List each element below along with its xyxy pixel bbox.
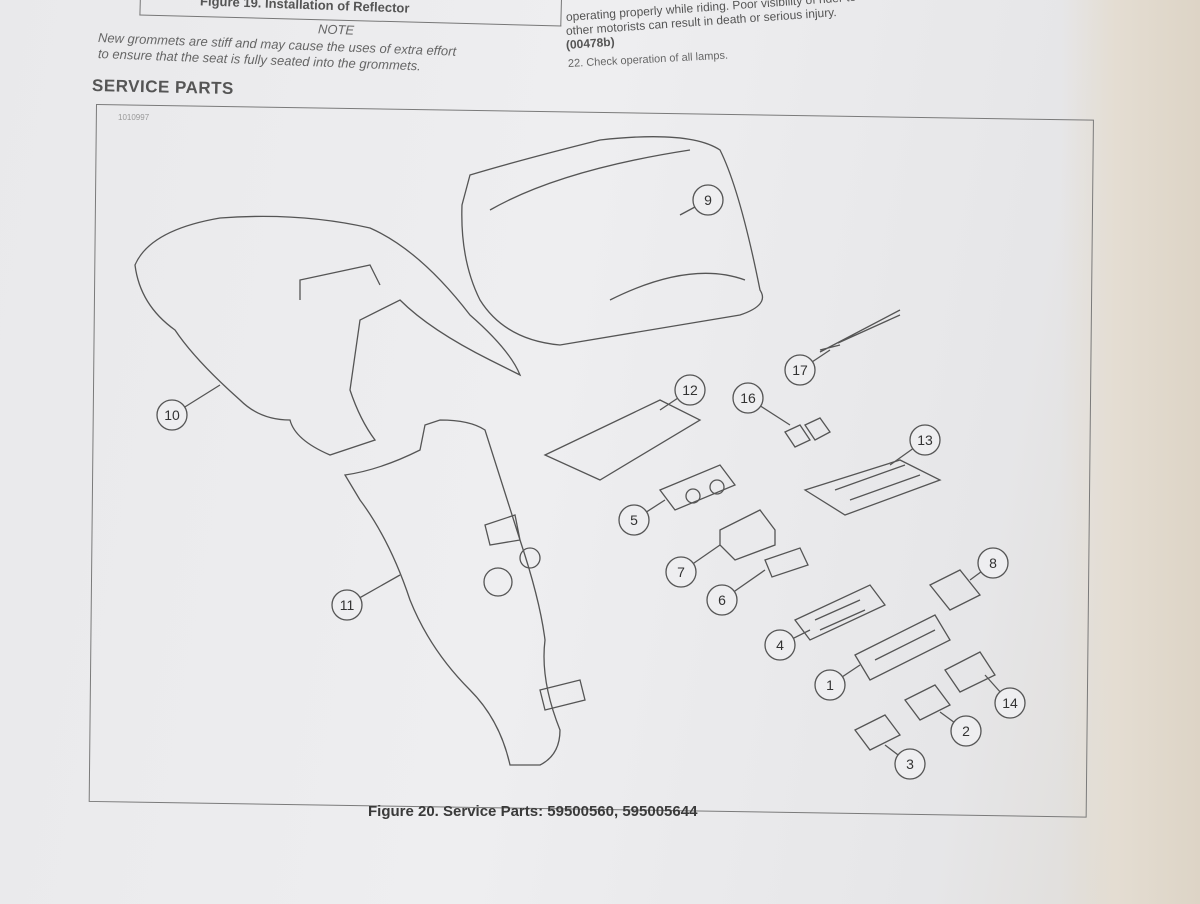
callout-circle — [784, 354, 816, 386]
screws-4 — [793, 584, 887, 641]
callout-circle — [706, 584, 738, 616]
callout-circle — [674, 374, 706, 406]
callout-circle — [909, 424, 941, 456]
callout-circle — [894, 748, 926, 780]
callout-number: 16 — [740, 390, 756, 406]
grommets-5 — [658, 464, 737, 511]
figure-id: 1010997 — [118, 113, 150, 122]
callout-number: 12 — [682, 382, 698, 398]
callout-circle — [764, 629, 796, 661]
bracket-12 — [543, 399, 702, 481]
background-fabric — [1060, 0, 1200, 904]
callout-16: 16 — [732, 382, 791, 426]
callout-circle — [692, 184, 724, 216]
rider-seat-9 — [461, 136, 764, 346]
figure-caption: Figure 20. Service Parts: 59500560, 5950… — [368, 803, 698, 820]
callout-circle — [331, 589, 363, 621]
callout-circle — [618, 504, 650, 536]
bolt-1 — [854, 614, 951, 681]
callout-number: 3 — [906, 756, 914, 772]
callout-circle — [950, 715, 982, 747]
nuts-3 — [854, 714, 901, 751]
fender-11 — [343, 419, 586, 766]
bolt-17 — [819, 309, 901, 353]
callout-17: 17 — [784, 349, 831, 386]
callout-circle — [665, 556, 697, 588]
callout-4: 4 — [764, 629, 811, 661]
passenger-seat-10 — [134, 215, 522, 456]
callout-circle — [732, 382, 764, 414]
callout-number: 4 — [776, 637, 784, 653]
pad-6 — [764, 547, 809, 578]
washers-14 — [944, 651, 996, 693]
callout-9: 9 — [679, 184, 724, 216]
callout-number: 8 — [989, 555, 997, 571]
callout-6: 6 — [706, 569, 766, 616]
callout-number: 7 — [677, 564, 685, 580]
callout-13: 13 — [889, 424, 941, 466]
washers-2 — [904, 684, 951, 721]
callout-2: 2 — [939, 711, 982, 747]
callout-number: 10 — [164, 407, 180, 423]
callout-number: 14 — [1002, 695, 1018, 711]
callout-number: 5 — [630, 512, 638, 528]
callout-number: 6 — [718, 592, 726, 608]
callout-number: 9 — [704, 192, 712, 208]
callout-7: 7 — [665, 544, 721, 588]
callout-8: 8 — [969, 547, 1009, 581]
callout-12: 12 — [659, 374, 706, 411]
callout-number: 2 — [962, 723, 970, 739]
callout-14: 14 — [984, 674, 1026, 719]
clips-16 — [784, 417, 831, 448]
callout-10: 10 — [156, 384, 221, 431]
callout-circle — [977, 547, 1009, 579]
callout-number: 17 — [792, 362, 808, 378]
callout-number: 13 — [917, 432, 933, 448]
callout-circle — [156, 399, 188, 431]
callout-circle — [814, 669, 846, 701]
callout-1: 1 — [814, 664, 861, 701]
block-7 — [719, 509, 776, 561]
callout-number: 1 — [826, 677, 834, 693]
callout-5: 5 — [618, 499, 666, 536]
callout-11: 11 — [331, 574, 401, 621]
pads-13 — [803, 459, 942, 516]
nuts-8 — [928, 569, 982, 611]
callout-3: 3 — [884, 744, 926, 780]
callout-circle — [994, 687, 1026, 719]
callout-number: 11 — [340, 597, 355, 613]
